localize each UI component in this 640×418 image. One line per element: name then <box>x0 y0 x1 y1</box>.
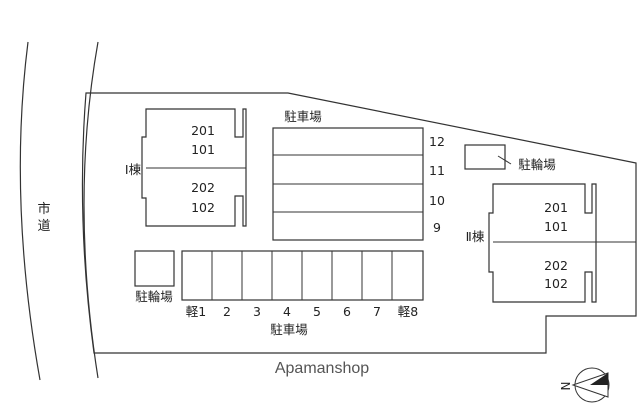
parking-bottom <box>181 250 424 301</box>
b1-unit-201: 201 <box>191 123 215 138</box>
b2-unit-102: 102 <box>544 276 568 291</box>
compass-icon: N <box>559 367 610 403</box>
parking-space-k8: 軽8 <box>398 304 419 319</box>
parking-space-7: 7 <box>373 304 381 319</box>
b1-unit-101: 101 <box>191 142 215 157</box>
building-1-outline <box>141 108 247 227</box>
bike-parking-left-box <box>134 250 175 287</box>
parking-space-12: 12 <box>429 134 445 149</box>
compass-north-label: N <box>559 382 573 391</box>
parking-space-10: 10 <box>429 193 445 208</box>
b2-unit-202: 202 <box>544 258 568 273</box>
building-2 <box>488 183 636 303</box>
b2-unit-101: 101 <box>544 219 568 234</box>
parking-bottom-label: 駐車場 <box>270 322 308 337</box>
parking-space-4: 4 <box>283 304 291 319</box>
bike-parking-right-leader <box>497 155 512 165</box>
bike-parking-right-box <box>464 144 506 170</box>
parking-top <box>272 127 424 241</box>
b1-unit-102: 102 <box>191 200 215 215</box>
parking-space-k1: 軽1 <box>186 304 206 319</box>
b1-unit-202: 202 <box>191 180 215 195</box>
building-2-label: Ⅱ棟 <box>466 229 485 244</box>
building-1-label: Ⅰ棟 <box>125 162 142 177</box>
building-2-outline <box>488 183 597 303</box>
parking-space-11: 11 <box>429 163 445 178</box>
bike-parking-left-label: 駐輪場 <box>135 289 173 304</box>
bike-parking-right-label: 駐輪場 <box>518 157 556 172</box>
building-1 <box>141 108 247 227</box>
parking-space-5: 5 <box>313 304 321 319</box>
b2-unit-201: 201 <box>544 200 568 215</box>
road-edge-left <box>19 41 41 381</box>
parking-space-6: 6 <box>343 304 351 319</box>
parking-top-label: 駐車場 <box>284 109 322 124</box>
compass-arrow-fill <box>590 373 608 385</box>
parking-space-9: 9 <box>433 220 441 235</box>
parking-space-3: 3 <box>253 304 261 319</box>
site-boundary <box>81 92 637 354</box>
watermark: Apamanshop <box>275 360 369 377</box>
road-label-2: 道 <box>37 219 50 234</box>
road-label-1: 市 <box>37 201 50 217</box>
parking-space-2: 2 <box>223 304 231 319</box>
